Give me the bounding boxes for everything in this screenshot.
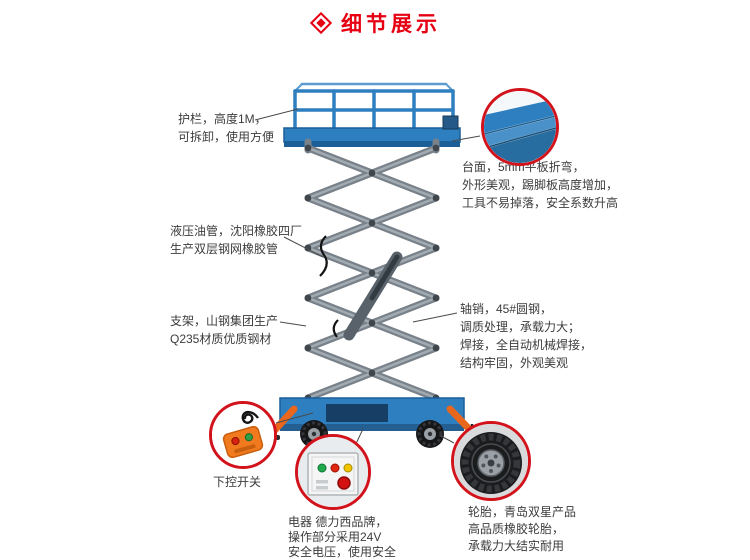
platform-deck — [283, 115, 461, 147]
wheel-right — [416, 420, 444, 448]
control-panel-zoom-icon — [298, 437, 368, 507]
callout-text-platform: 台面，5mm平板折弯，外形美观，踢脚板高度增加，工具不易掉落，安全系数升高 — [462, 160, 619, 210]
callout-text-guardrail: 护栏，高度1M，可拆卸，使用方便 — [178, 112, 275, 144]
scissor-pivots — [304, 144, 440, 402]
diamond-logo-icon — [309, 11, 333, 35]
platform-control-box — [442, 115, 459, 130]
page-header: 细节展示 — [0, 8, 750, 38]
callout-text-tire: 轮胎，青岛双星产品高品质橡胶轮胎，承载力大结实耐用 — [468, 505, 577, 553]
detail-control-panel-photo — [295, 434, 371, 510]
detail-tire-photo — [451, 421, 531, 501]
detail-platform-edge-photo — [481, 88, 559, 166]
callout-text-axle-pin-weld: 轴销，45#圆钢，调质处理，承载力大；焊接，全自动机械焊接，结构牢固，外观美观 — [460, 302, 593, 370]
callout-text-lower-control: 下控开关 — [213, 475, 262, 489]
battery-box — [326, 404, 388, 422]
page-title: 细节展示 — [341, 13, 441, 36]
callout-text-hydraulic-hose: 液压油管，沈阳橡胶四厂生产双层钢网橡胶管 — [170, 224, 303, 256]
scissor-lift-illustration — [266, 82, 479, 448]
detail-remote-control-photo — [209, 401, 277, 469]
tire-zoom-icon — [454, 424, 528, 498]
hydraulic-cylinder — [343, 251, 403, 341]
guardrail — [293, 82, 455, 132]
remote-control-zoom-icon — [212, 404, 274, 466]
platform-edge-zoom-icon — [484, 91, 556, 163]
